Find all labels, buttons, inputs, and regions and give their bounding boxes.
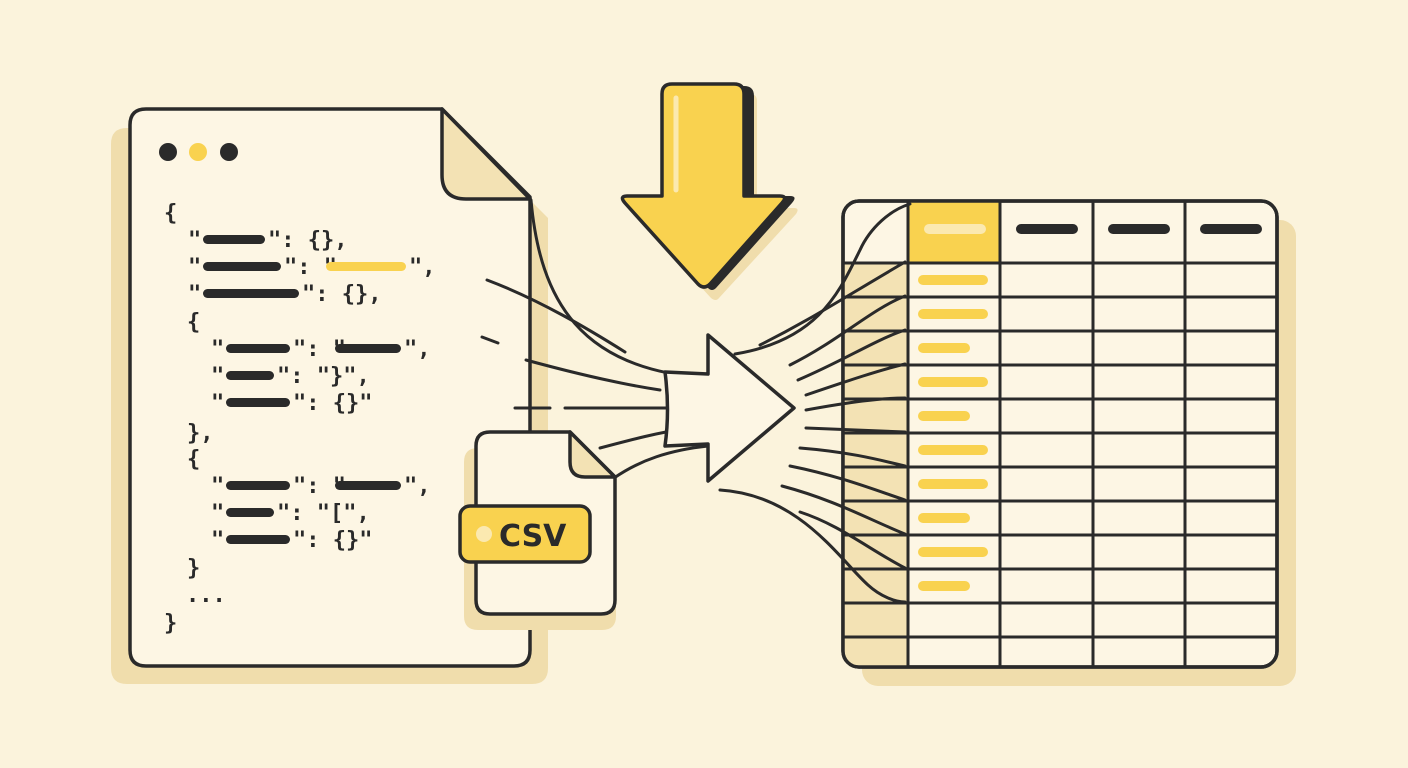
table-header-label xyxy=(1016,224,1078,234)
spreadsheet-table xyxy=(841,199,1296,686)
svg-text:": {}": ": {}" xyxy=(293,391,372,416)
svg-text:",: ", xyxy=(404,474,431,499)
svg-text:": " xyxy=(211,501,224,526)
csv-label: CSV xyxy=(499,519,567,554)
code-brace: { xyxy=(164,201,177,226)
code-line: " ": " ", xyxy=(211,337,431,362)
table-cell-label xyxy=(918,547,988,557)
flow-line xyxy=(758,260,907,347)
flow-line xyxy=(612,444,710,480)
code-brace: } xyxy=(187,556,200,581)
svg-text:": "}",: ": "}", xyxy=(277,364,370,389)
table-cell-label xyxy=(918,275,988,285)
code-brace: } xyxy=(164,611,177,636)
svg-text:": "[",: ": "[", xyxy=(277,501,370,526)
svg-text:": " xyxy=(211,391,224,416)
code-ellipsis: ... xyxy=(186,583,226,608)
window-dot-icon xyxy=(189,143,207,161)
table-cell-label xyxy=(918,581,970,591)
svg-text:": " xyxy=(188,282,201,307)
flow-line xyxy=(798,446,907,468)
svg-text:": " xyxy=(211,528,224,553)
csv-file-fold xyxy=(568,430,617,479)
code-line: " ": "[", xyxy=(211,501,370,526)
code-line: " ": {}, xyxy=(188,282,381,307)
window-dot-icon xyxy=(159,143,177,161)
code-line: " ": " ", xyxy=(211,474,431,499)
table-header-label xyxy=(1108,224,1170,234)
code-line: " ": {}, xyxy=(188,228,347,253)
code-line: " ": {}" xyxy=(211,391,372,416)
flow-line xyxy=(804,362,907,397)
json-document-page xyxy=(128,107,532,668)
svg-text:",: ", xyxy=(409,255,436,280)
window-dot-icon xyxy=(220,143,238,161)
flow-line xyxy=(788,294,907,367)
table-header-label xyxy=(924,224,986,234)
flow-line xyxy=(798,510,907,570)
csv-badge-dot-icon xyxy=(476,526,492,542)
json-document: { " ": {}, " ": " ", " ": {}, xyxy=(111,107,548,684)
svg-text:": " xyxy=(188,255,201,280)
flow-line xyxy=(780,484,907,536)
flow-line xyxy=(796,328,907,382)
code-line: " ": "}", xyxy=(211,364,370,389)
table-labels xyxy=(918,224,1262,591)
flow-line xyxy=(485,278,627,354)
table-cell-label xyxy=(918,343,970,353)
code-line: " ": " ", xyxy=(188,255,436,280)
download-arrow-front xyxy=(620,82,787,289)
json-code-lines: { " ": {}, " ": " ", " ": {}, xyxy=(164,201,436,636)
table-cell-label xyxy=(918,479,988,489)
table-cell-label xyxy=(918,411,970,421)
code-brace: { xyxy=(187,310,200,335)
svg-text:": {},: ": {}, xyxy=(268,228,347,253)
flow-line xyxy=(788,464,907,502)
table-header-label xyxy=(1200,224,1262,234)
flow-line xyxy=(524,358,662,392)
data-flow-lines xyxy=(480,198,912,604)
svg-text:": {}": ": {}" xyxy=(293,528,372,553)
code-brace: { xyxy=(187,447,200,472)
csv-badge xyxy=(458,504,592,564)
svg-text:": {},: ": {}, xyxy=(302,282,381,307)
flow-line xyxy=(804,426,907,434)
table-cell-label xyxy=(918,309,988,319)
table-outline xyxy=(841,199,1279,669)
flow-line xyxy=(804,396,907,412)
svg-text:": " xyxy=(211,364,224,389)
table-cell-label xyxy=(918,513,970,523)
table-grid xyxy=(843,201,1277,667)
svg-text:": " xyxy=(188,228,201,253)
download-arrow-icon xyxy=(620,82,798,300)
svg-text:": " xyxy=(211,337,224,362)
code-brace: }, xyxy=(187,421,214,446)
svg-text:": " xyxy=(211,474,224,499)
flow-line xyxy=(480,335,500,345)
flow-line xyxy=(733,202,912,356)
table-cell-label xyxy=(918,445,988,455)
right-arrow-icon xyxy=(663,333,796,483)
code-line: " ": {}" xyxy=(211,528,372,553)
svg-text:",: ", xyxy=(404,337,431,362)
json-document-fold xyxy=(440,107,532,201)
flow-line xyxy=(718,488,907,604)
csv-file: CSV xyxy=(458,430,617,630)
table-cell-label xyxy=(918,377,988,387)
